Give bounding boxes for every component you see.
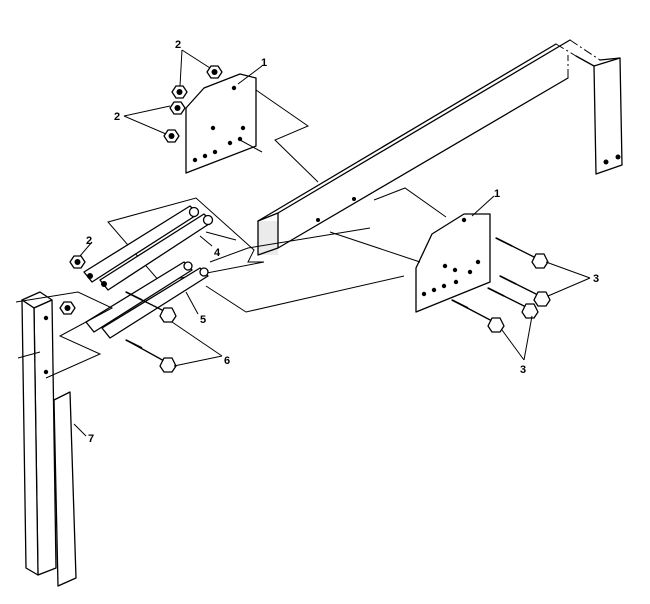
callout-labels: 1 1 2 2 2 3 3 4 5 6 7 [86,39,599,445]
callout-2-mid: 2 [114,111,120,123]
hex-bolt [451,299,505,333]
hex-nut [169,101,186,115]
hex-nut [163,129,180,143]
callout-3-upper: 3 [593,273,599,285]
callout-2-lower: 2 [86,235,92,247]
callout-3-lower: 3 [520,364,526,376]
callout-2-top: 2 [175,39,181,51]
nut-parts [59,65,223,315]
leader-lines [73,49,591,437]
callout-5: 5 [200,314,206,326]
hex-bolt [487,287,539,319]
callout-6: 6 [224,355,230,367]
hex-nut [206,65,223,79]
link-strap-5 [85,227,405,339]
hex-bolt [499,275,551,307]
hex-bolt [125,339,177,373]
hex-nut [171,85,188,99]
vertical-arm-7 [15,291,114,587]
hex-bolt [125,291,177,323]
bolts-3 [451,237,551,333]
link-strap-4 [83,197,265,291]
hex-nut [69,255,86,269]
right-mount-plate [329,187,491,313]
main-frame-tube [257,39,623,256]
upper-mount-plate [185,73,319,183]
callout-4: 4 [214,247,221,259]
hex-nut [59,301,76,315]
bolts-6 [125,291,177,373]
callout-1-upper: 1 [261,57,267,69]
callout-7: 7 [88,433,94,445]
hex-bolt [495,237,549,269]
callout-1-right: 1 [494,188,500,200]
